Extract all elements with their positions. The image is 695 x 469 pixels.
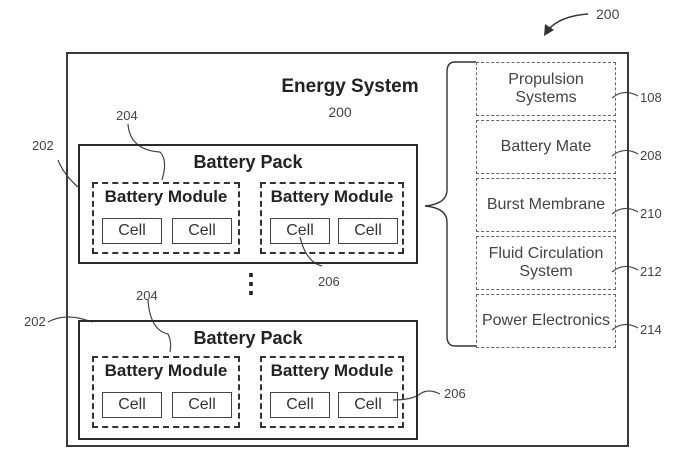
cell: Cell [102,392,162,418]
battery-pack-1: Battery Pack Battery Module Cell Cell Ba… [78,144,418,264]
battery-pack-2: Battery Pack Battery Module Cell Cell Ba… [78,320,418,440]
subsystem-ref-214: 214 [640,322,662,337]
battery-pack-title: Battery Pack [193,328,303,348]
cell: Cell [270,218,330,244]
subsystem-ref-210: 210 [640,206,662,221]
subsystem-power-electronics: Power Electronics [476,294,616,348]
subsystem-ref-212: 212 [640,264,662,279]
leader-108 [611,91,639,99]
subsystem-burst-membrane: Burst Membrane [476,178,616,232]
battery-module: Battery Module Cell Cell [92,356,240,428]
cell-leader-1 [299,236,323,267]
cell: Cell [172,392,232,418]
module-leader-2 [147,299,172,353]
battery-module-title: Battery Module [270,361,394,380]
module-leader-1 [127,123,166,181]
energy-system-title: Energy System [281,76,419,97]
battery-module-title: Battery Module [104,187,228,206]
subsystem-brace [424,61,476,347]
ellipsis: ⋮ [238,268,264,298]
battery-module-title: Battery Module [104,361,228,380]
pack-ref-1: 202 [32,138,54,153]
subsystem-propulsion-systems: Propulsion Systems [476,62,616,116]
battery-module-title: Battery Module [270,187,394,206]
energy-system-box [66,52,629,447]
module-ref-2: 204 [136,288,158,303]
energy-system-ref: 200 [328,104,352,120]
battery-module: Battery Module Cell Cell [260,356,404,428]
leader-214 [611,323,639,331]
battery-module: Battery Module Cell Cell [92,182,240,254]
figure-arrow [547,13,589,31]
cell: Cell [338,392,398,418]
leader-208 [611,149,639,157]
subsystem-ref-208: 208 [640,148,662,163]
figure-arrow-head [544,24,554,36]
cell-ref-2: 206 [444,386,466,401]
leader-212 [611,265,639,273]
figure-ref: 200 [596,6,620,22]
cell: Cell [270,392,330,418]
cell: Cell [102,218,162,244]
cell: Cell [338,218,398,244]
leader-210 [611,207,639,215]
subsystem-fluid-circulation: Fluid Circulation System [476,236,616,290]
pack-ref-2: 202 [24,314,46,329]
cell: Cell [172,218,232,244]
battery-pack-title: Battery Pack [193,152,303,172]
module-ref-1: 204 [116,108,138,123]
cell-ref-1: 206 [318,274,340,289]
subsystem-ref-108: 108 [640,90,662,105]
battery-module: Battery Module Cell Cell [260,182,404,254]
subsystem-battery-mate: Battery Mate [476,120,616,174]
